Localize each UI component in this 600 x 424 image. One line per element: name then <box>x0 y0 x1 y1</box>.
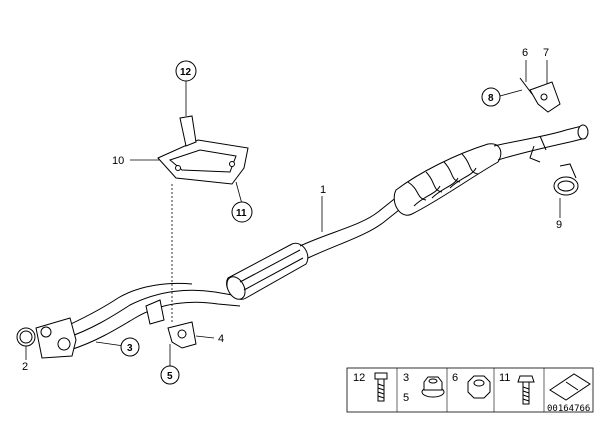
legend-label-5: 5 <box>403 392 409 404</box>
direction-arrow-icon <box>549 373 591 401</box>
flange-nut-icon <box>421 376 445 398</box>
callout-3-label: 3 <box>127 343 133 354</box>
part-12-bracket <box>179 115 197 147</box>
callout-11: 11 <box>231 201 253 223</box>
leader-lines <box>25 60 561 366</box>
callout-9: 9 <box>556 219 562 231</box>
callout-7: 7 <box>543 47 549 59</box>
part-2-gasket-ring <box>16 327 36 347</box>
screw-icon <box>517 375 535 405</box>
callout-8: 8 <box>481 87 501 107</box>
part-10-heat-shield <box>157 139 249 185</box>
callout-6: 6 <box>522 47 528 59</box>
callout-12: 12 <box>175 60 197 82</box>
legend-label-6: 6 <box>452 372 458 384</box>
callout-11-label: 11 <box>236 208 247 219</box>
hex-nut-icon <box>467 375 491 399</box>
callout-4: 4 <box>218 333 224 345</box>
legend-label-3: 3 <box>403 372 409 384</box>
callout-5-label: 5 <box>167 371 173 382</box>
bolt-icon <box>374 372 388 402</box>
parts-legend: 12 3 5 6 11 <box>346 367 594 413</box>
callout-2: 2 <box>22 361 28 373</box>
mid-hanger <box>145 299 165 325</box>
exhaust-pipe-assembly <box>57 124 589 351</box>
document-number: 00164766 <box>547 404 590 414</box>
part-7-clamp <box>519 77 561 113</box>
part-9-pipe-clamp <box>553 163 579 196</box>
callout-10: 10 <box>112 155 124 167</box>
callout-3: 3 <box>120 337 140 357</box>
callout-12-label: 12 <box>180 67 192 78</box>
callout-8-label: 8 <box>488 93 494 104</box>
callout-5: 5 <box>160 365 180 385</box>
legend-label-11: 11 <box>499 372 510 384</box>
part-4-hanger-bracket <box>167 321 197 349</box>
front-flange <box>35 317 77 359</box>
callout-1: 1 <box>320 184 326 196</box>
legend-label-12: 12 <box>353 372 365 384</box>
